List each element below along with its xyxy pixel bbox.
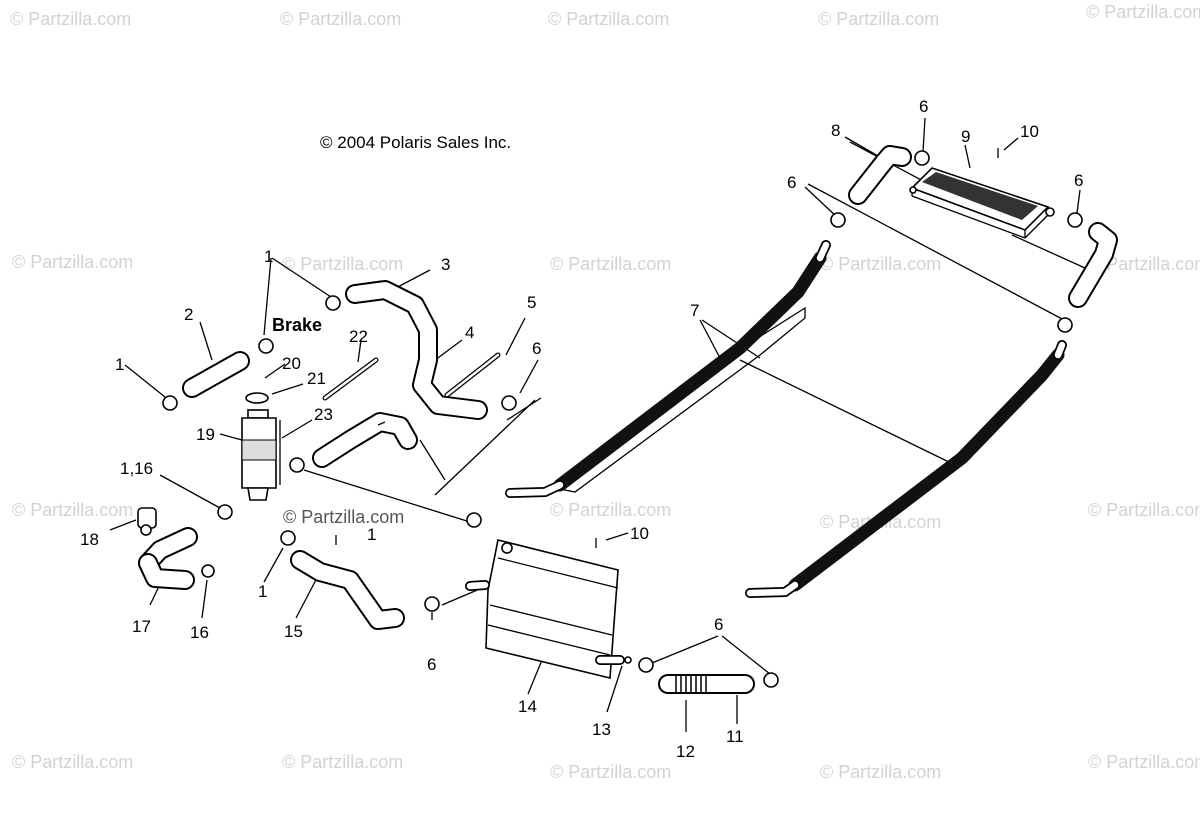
callout-6: 6 (532, 339, 541, 358)
watermark: © Partzilla.com (550, 254, 671, 274)
callout-9: 9 (961, 127, 970, 146)
callout-11: 11 (726, 727, 744, 746)
callout-14: 14 (518, 697, 537, 716)
callout-6: 6 (714, 615, 723, 634)
callout-4: 4 (465, 323, 474, 342)
callout-labels: 1 1 1 1 2 3 4 5 6 6 6 6 6 6 7 8 9 10 10 … (80, 97, 1083, 761)
coolant-reservoir (241, 392, 281, 501)
callout-12: 12 (676, 742, 695, 761)
hose-clamps (162, 148, 1083, 688)
watermark: © Partzilla.com (282, 752, 403, 772)
heat-exchanger-tubes (505, 240, 1067, 598)
copyright-text: © 2004 Polaris Sales Inc. (320, 133, 511, 152)
callout-1-16: 1,16 (120, 459, 153, 478)
watermarks: © Partzilla.com © Partzilla.com © Partzi… (10, 2, 1200, 782)
callout-1: 1 (258, 582, 267, 601)
straight-hose (182, 351, 250, 398)
hose-clip (137, 507, 157, 536)
callout-13: 13 (592, 720, 611, 739)
leader-lines (109, 117, 1086, 732)
callout-1: 1 (367, 525, 376, 544)
callout-6: 6 (427, 655, 436, 674)
watermark: © Partzilla.com (550, 500, 671, 520)
callout-7: 7 (690, 301, 699, 320)
callout-1: 1 (264, 247, 273, 266)
callout-10: 10 (1020, 122, 1039, 141)
watermark: © Partzilla.com (1088, 254, 1200, 274)
callout-18: 18 (80, 530, 99, 549)
watermark: © Partzilla.com (12, 500, 133, 520)
callout-19: 19 (196, 425, 215, 444)
callout-2: 2 (184, 305, 193, 324)
front-heat-exchanger (465, 539, 625, 679)
callout-21: 21 (307, 369, 326, 388)
callout-23: 23 (314, 405, 333, 424)
callout-15: 15 (284, 622, 303, 641)
rear-heat-exchanger (909, 167, 1055, 239)
callout-6: 6 (1074, 171, 1083, 190)
brake-label: Brake (272, 315, 322, 335)
mount-rods (322, 352, 501, 401)
watermark: © Partzilla.com (820, 254, 941, 274)
callout-1: 1 (115, 355, 124, 374)
watermark: © Partzilla.com (1088, 500, 1200, 520)
watermark: © Partzilla.com (550, 762, 671, 782)
callout-8: 8 (831, 121, 840, 140)
callout-17: 17 (132, 617, 151, 636)
watermark: © Partzilla.com (282, 254, 403, 274)
callout-5: 5 (527, 293, 536, 312)
watermark-center: © Partzilla.com (283, 507, 404, 527)
watermark: © Partzilla.com (1088, 752, 1200, 772)
callout-10: 10 (630, 524, 649, 543)
callout-22: 22 (349, 327, 368, 346)
callout-20: 20 (282, 354, 301, 373)
callout-6: 6 (787, 173, 796, 192)
watermark: © Partzilla.com (820, 762, 941, 782)
coolant-hoses (312, 280, 488, 468)
watermark: © Partzilla.com (548, 9, 669, 29)
bent-hoses (138, 527, 405, 630)
watermark: © Partzilla.com (818, 9, 939, 29)
watermark: © Partzilla.com (1086, 2, 1200, 22)
callout-3: 3 (441, 255, 450, 274)
callout-6: 6 (919, 97, 928, 116)
watermark: © Partzilla.com (280, 9, 401, 29)
watermark: © Partzilla.com (10, 9, 131, 29)
watermark: © Partzilla.com (12, 752, 133, 772)
corrugated-hose (658, 674, 755, 694)
watermark: © Partzilla.com (12, 252, 133, 272)
elbow-hoses (848, 145, 1118, 308)
callout-16: 16 (190, 623, 209, 642)
